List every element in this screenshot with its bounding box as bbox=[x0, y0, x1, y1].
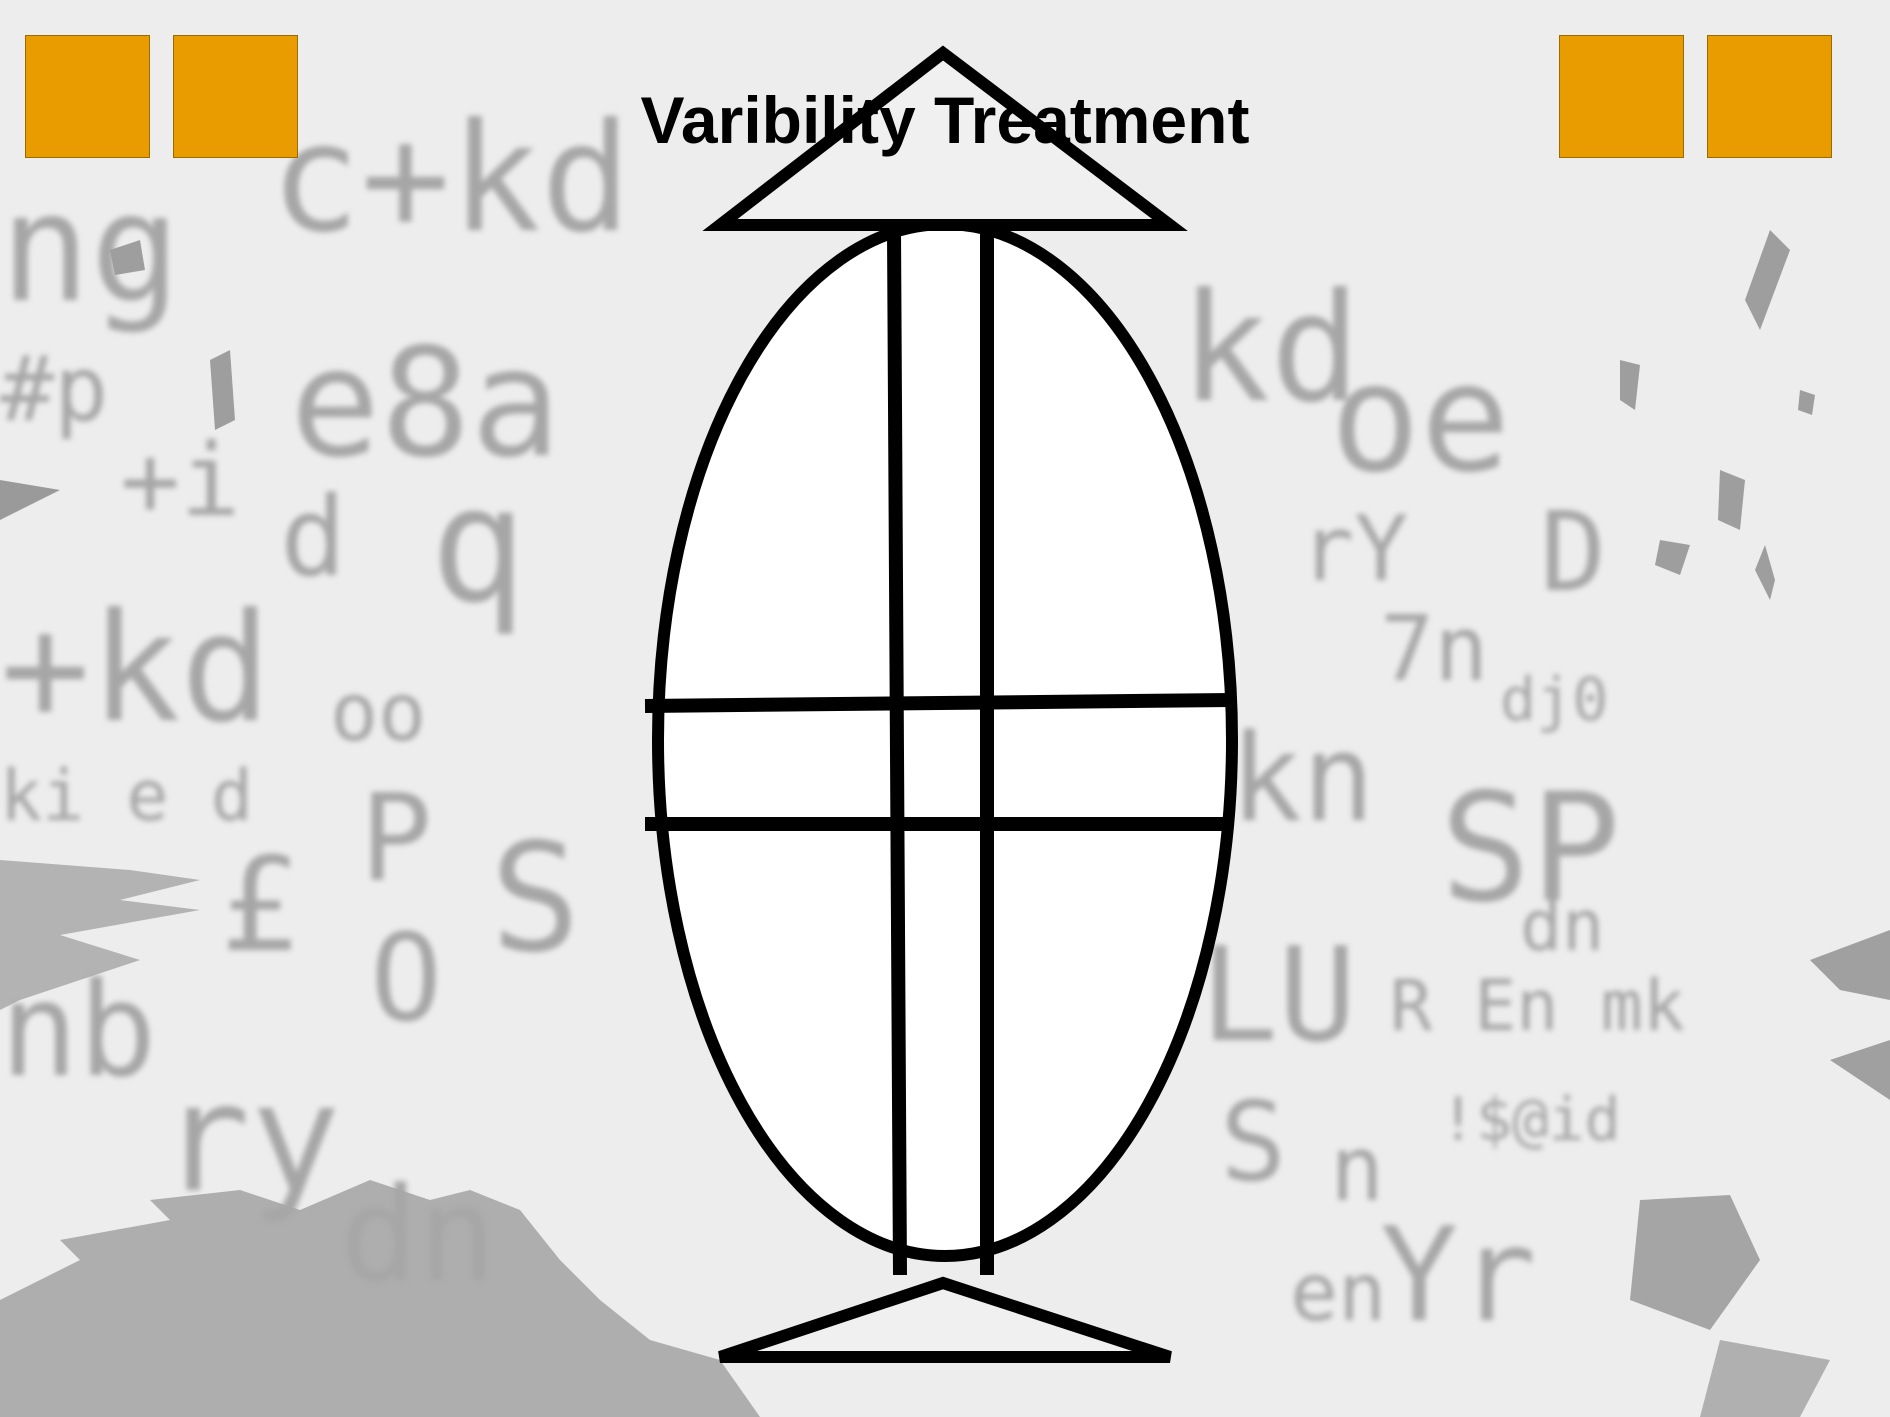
slide-title: Varibility Treatment bbox=[640, 83, 1250, 157]
corner-square bbox=[1707, 35, 1832, 158]
svg-text:dn: dn bbox=[1520, 885, 1604, 967]
svg-text:D: D bbox=[1540, 488, 1606, 616]
svg-text:oe: oe bbox=[1330, 332, 1511, 506]
svg-text:P: P bbox=[360, 770, 432, 909]
corner-square bbox=[25, 35, 150, 158]
svg-text:d: d bbox=[280, 473, 346, 601]
svg-text:#p: #p bbox=[0, 337, 108, 442]
svg-text:kd: kd bbox=[1180, 262, 1361, 436]
horizontal-line-top bbox=[644, 693, 1233, 713]
svg-text:!$@id: !$@id bbox=[1440, 1085, 1621, 1155]
svg-text:ki e d: ki e d bbox=[0, 755, 253, 837]
svg-text:SP: SP bbox=[1440, 762, 1621, 936]
svg-text:R En mk: R En mk bbox=[1390, 965, 1685, 1047]
svg-text:S: S bbox=[490, 812, 580, 986]
svg-text:S: S bbox=[1220, 1078, 1286, 1206]
svg-text:7n: 7n bbox=[1380, 597, 1488, 702]
vertical-line-left bbox=[887, 231, 907, 1276]
svg-text:ng: ng bbox=[0, 162, 181, 336]
corner-square bbox=[1559, 35, 1684, 158]
svg-text:LU: LU bbox=[1200, 919, 1357, 1071]
svg-text:Yr: Yr bbox=[1380, 1199, 1537, 1351]
svg-text:oo: oo bbox=[330, 666, 426, 759]
svg-text:kn: kn bbox=[1230, 710, 1375, 849]
central-ellipse bbox=[652, 218, 1238, 1262]
svg-text:£: £ bbox=[220, 829, 298, 981]
svg-text:c+kd: c+kd bbox=[270, 92, 631, 266]
svg-text:+kd: +kd bbox=[0, 582, 271, 756]
svg-text:q: q bbox=[430, 451, 526, 638]
svg-text:n: n bbox=[1330, 1117, 1384, 1222]
svg-text:dj0: dj0 bbox=[1500, 665, 1608, 735]
corner-square bbox=[173, 35, 298, 158]
svg-text:O: O bbox=[370, 910, 442, 1049]
svg-text:rY: rY bbox=[1300, 497, 1408, 602]
arrow-up-head bbox=[702, 45, 1188, 231]
svg-text:e8a: e8a bbox=[290, 317, 561, 491]
svg-text:en: en bbox=[1290, 1246, 1386, 1339]
arrow-down-head bbox=[718, 1276, 1172, 1363]
svg-text:+i: +i bbox=[120, 422, 240, 539]
